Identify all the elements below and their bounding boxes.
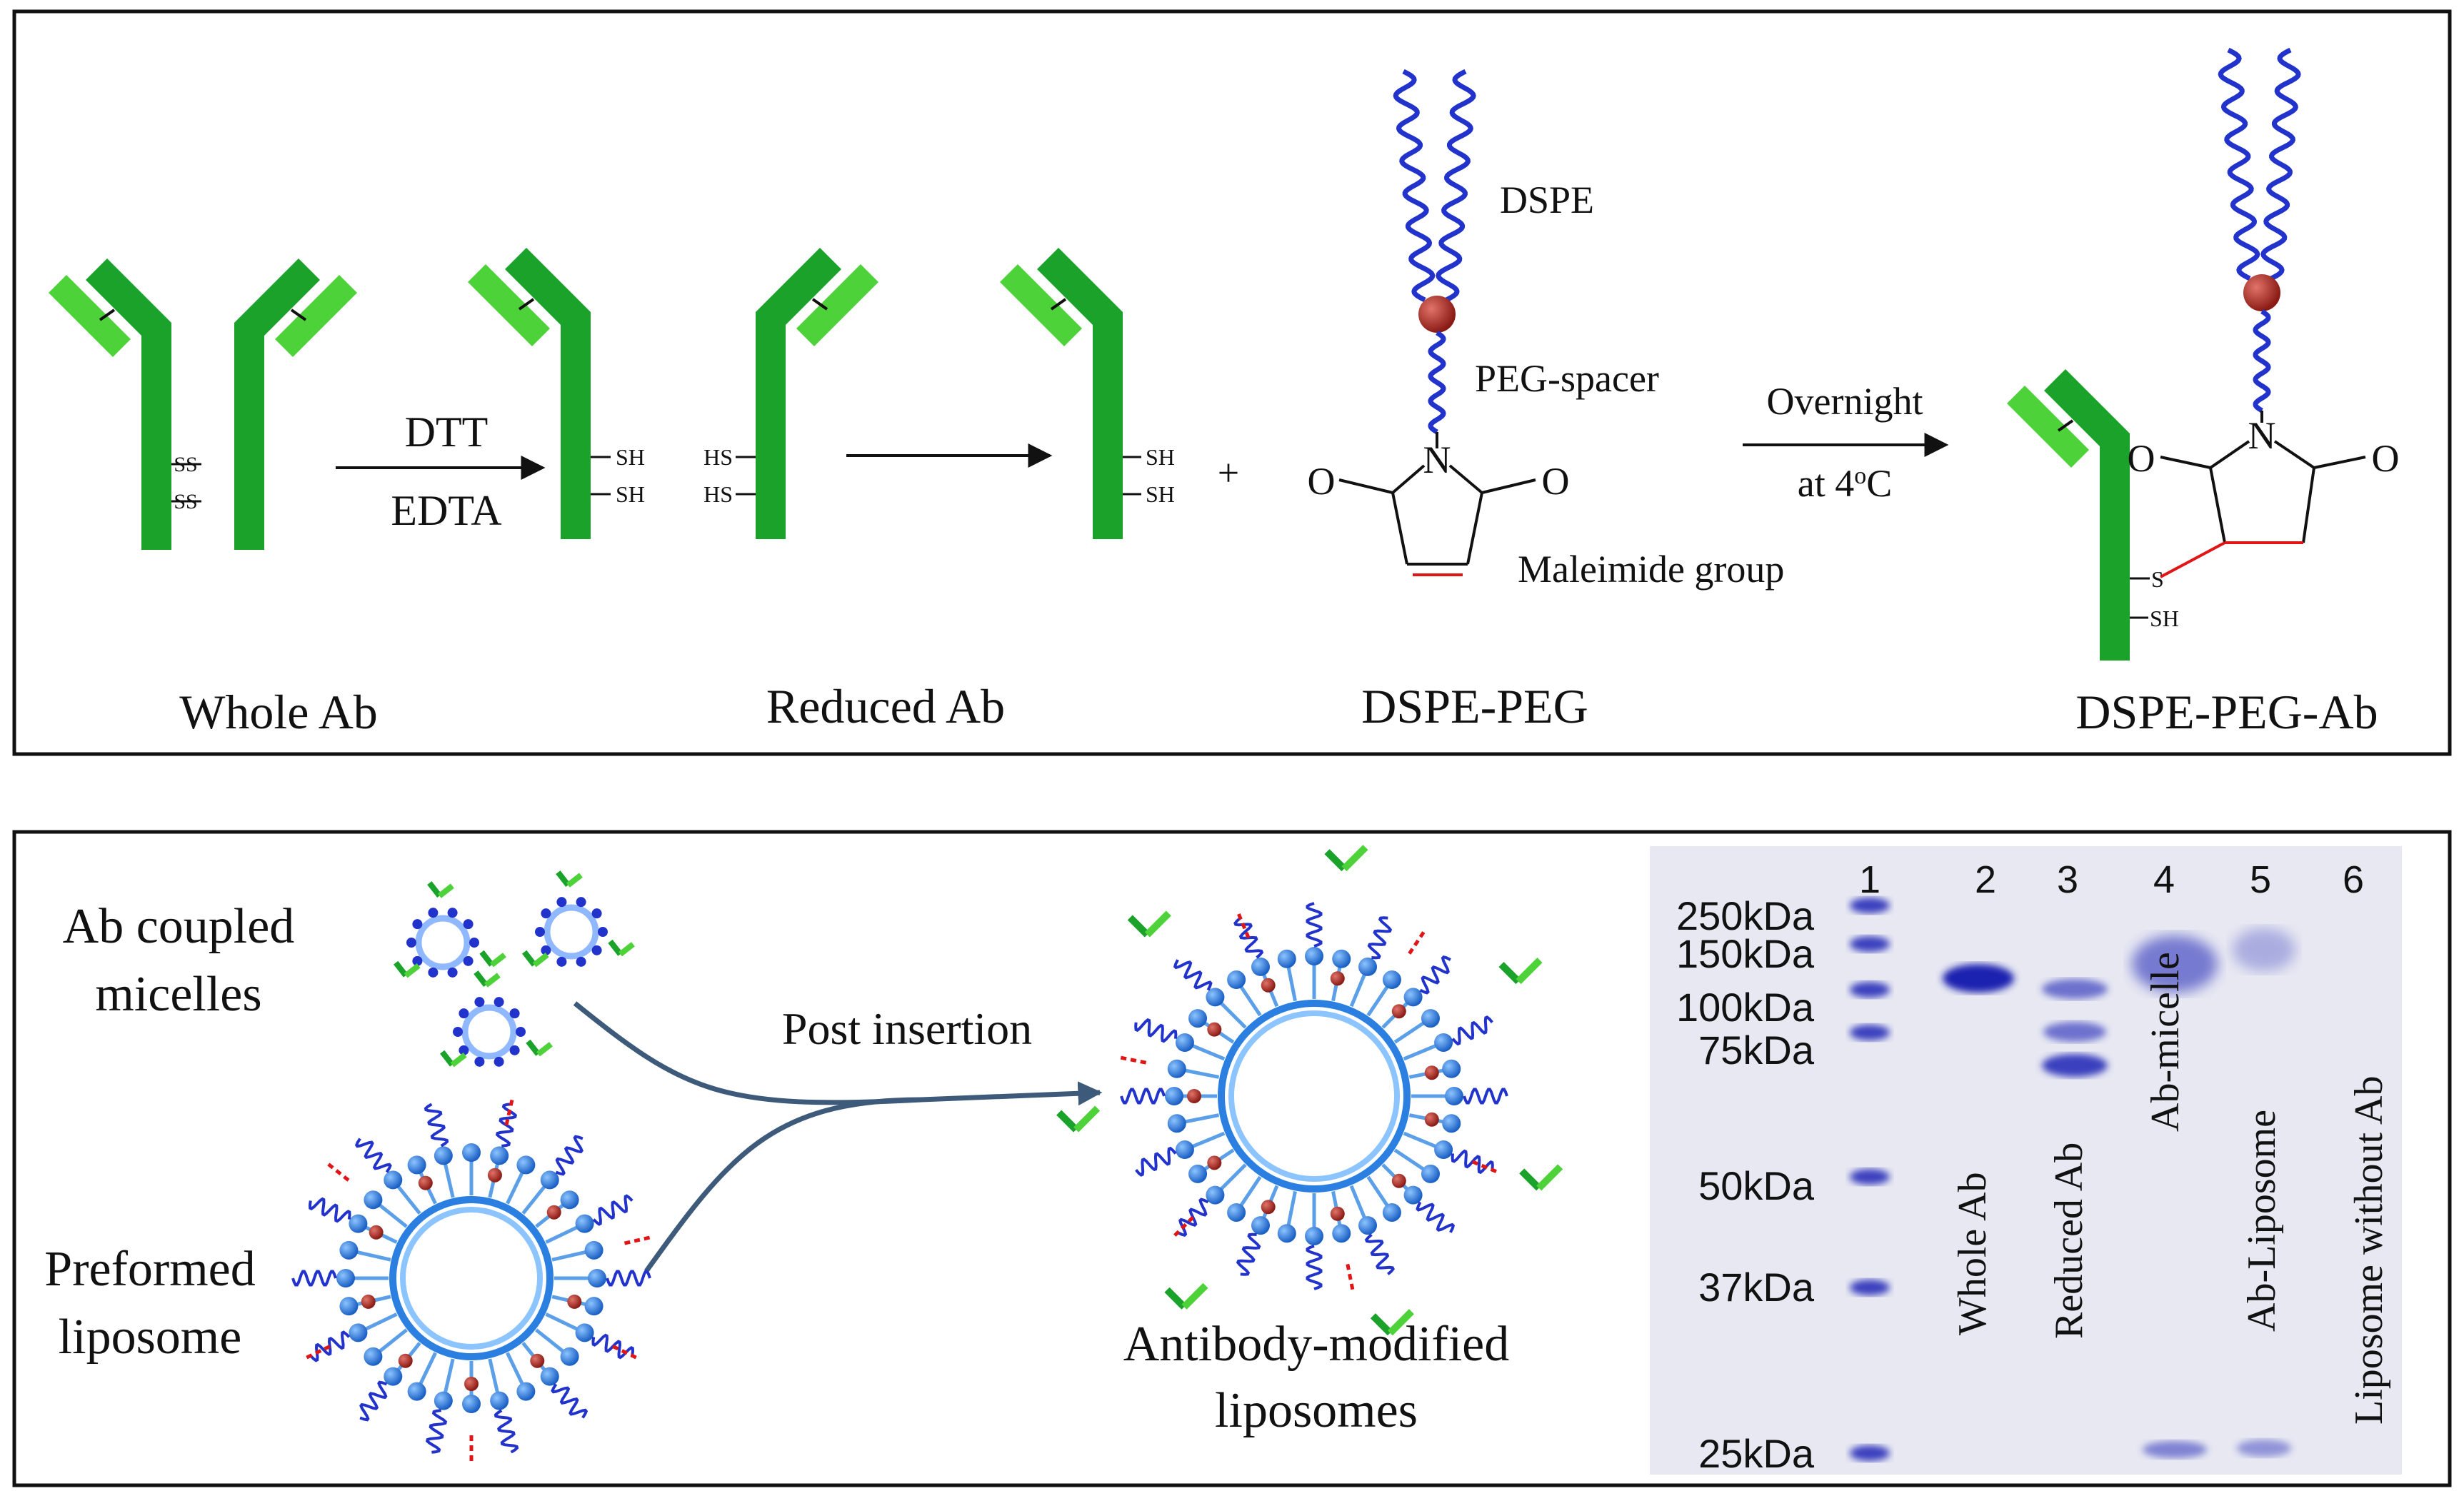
lane-number: 2 — [1975, 858, 1996, 901]
reagent-edta: EDTA — [391, 487, 501, 534]
preformed-liposome-icon — [291, 1096, 653, 1464]
antibody-modified-liposome-icon — [1056, 845, 1563, 1336]
atom-o-label: O — [1308, 460, 1336, 503]
sh-label: SH — [616, 444, 645, 470]
overnight-label: Overnight — [1767, 380, 1923, 423]
lane-5-band — [2237, 1440, 2291, 1457]
post-insertion-label: Post insertion — [782, 1003, 1032, 1054]
reagent-dtt: DTT — [405, 408, 489, 456]
marker-label: 100kDa — [1676, 985, 1815, 1030]
modified-liposomes-label: liposomes — [1215, 1383, 1418, 1438]
atom-o-label: O — [1542, 460, 1570, 503]
dspe-peg-label: DSPE-PEG — [1361, 679, 1588, 733]
merge-curve — [573, 1001, 922, 1105]
lane-3-band — [2042, 979, 2108, 999]
marker-band — [1850, 936, 1890, 952]
atom-n-label: N — [1423, 438, 1451, 481]
sh-label: SH — [2150, 606, 2179, 631]
lane-number: 6 — [2343, 858, 2364, 901]
dspe-label: DSPE — [1500, 179, 1594, 221]
marker-label: 50kDa — [1698, 1163, 1815, 1208]
hs-label: HS — [703, 481, 733, 507]
lane-label: Liposome without Ab — [2347, 1076, 2391, 1425]
marker-label: 250kDa — [1676, 893, 1815, 938]
sh-label: SH — [1146, 444, 1175, 470]
peg-spacer-label: PEG-spacer — [1475, 357, 1659, 400]
s-label: S — [2151, 566, 2164, 592]
whole-antibody-icon — [49, 258, 357, 550]
top-panel-frame — [12, 9, 2452, 756]
dspe-peg-structure — [1338, 69, 1536, 576]
reduced-antibody-half-icon — [468, 248, 611, 539]
lane-label: Reduced Ab — [2047, 1143, 2091, 1339]
preformed-liposome-label: Preformed — [44, 1242, 255, 1297]
lane-4-band — [2132, 935, 2218, 993]
whole-ab-label: Whole Ab — [179, 685, 378, 739]
lane-label: Ab-Liposome — [2240, 1110, 2284, 1332]
bottom-panel-frame — [12, 830, 2452, 1487]
lane-3-band — [2042, 1054, 2108, 1077]
ab-micelle-icon — [439, 970, 553, 1068]
ab-micelle-icon — [393, 881, 506, 978]
plus-sign: + — [1218, 451, 1239, 494]
reduced-antibody-half-icon — [1000, 248, 1141, 539]
modified-liposomes-label: Antibody-modified — [1123, 1317, 1509, 1372]
sh-label: SH — [1146, 481, 1175, 507]
lane-3-band — [2043, 1022, 2106, 1042]
marker-band — [1850, 1169, 1890, 1185]
lane-number: 1 — [1859, 858, 1880, 901]
lane-number: 3 — [2057, 858, 2078, 901]
conditions-label: at 4oC — [1798, 462, 1893, 505]
lane-5-band — [2233, 928, 2295, 971]
dspe-peg-ab-structure — [2007, 47, 2366, 661]
marker-label: 37kDa — [1698, 1265, 1815, 1310]
lane-label: Whole Ab — [1950, 1172, 1995, 1335]
ab-micelles-label: micelles — [95, 967, 261, 1022]
sh-label: SH — [616, 481, 645, 507]
lane-number: 4 — [2153, 858, 2175, 901]
marker-label: 25kDa — [1698, 1431, 1815, 1476]
phosphate-head-icon — [1418, 296, 1456, 333]
lane-4-band — [2143, 1441, 2207, 1458]
dspe-peg-ab-label: DSPE-PEG-Ab — [2075, 685, 2378, 739]
post-insertion-arrow — [644, 1081, 1103, 1273]
preformed-liposome-label: liposome — [59, 1310, 242, 1365]
marker-band — [1850, 1280, 1890, 1295]
ss-bond-label: SS — [174, 453, 197, 476]
reduced-ab-label: Reduced Ab — [766, 679, 1005, 733]
atom-n-label: N — [2248, 414, 2276, 457]
hs-label: HS — [703, 444, 733, 470]
atom-o-label: O — [2372, 437, 2400, 480]
atom-o-label: O — [2128, 437, 2155, 480]
marker-label: 75kDa — [1698, 1028, 1815, 1073]
marker-band — [1850, 982, 1890, 998]
marker-band — [1850, 898, 1890, 913]
ab-micelles-label: Ab coupled — [63, 899, 295, 954]
phosphate-head-icon — [2243, 274, 2280, 311]
lane-label: Ab-micelle — [2143, 952, 2188, 1132]
marker-band — [1850, 1445, 1890, 1461]
ss-bond-label: SS — [174, 490, 197, 513]
maleimide-label: Maleimide group — [1518, 548, 1784, 591]
ab-micelle-icon — [521, 870, 635, 968]
sds-gel-image — [1650, 846, 2402, 1475]
lane-2-band — [1943, 964, 2014, 993]
lane-number: 5 — [2250, 858, 2271, 901]
marker-band — [1850, 1025, 1890, 1040]
marker-label: 150kDa — [1676, 931, 1815, 976]
reduced-antibody-half-icon — [736, 248, 878, 539]
